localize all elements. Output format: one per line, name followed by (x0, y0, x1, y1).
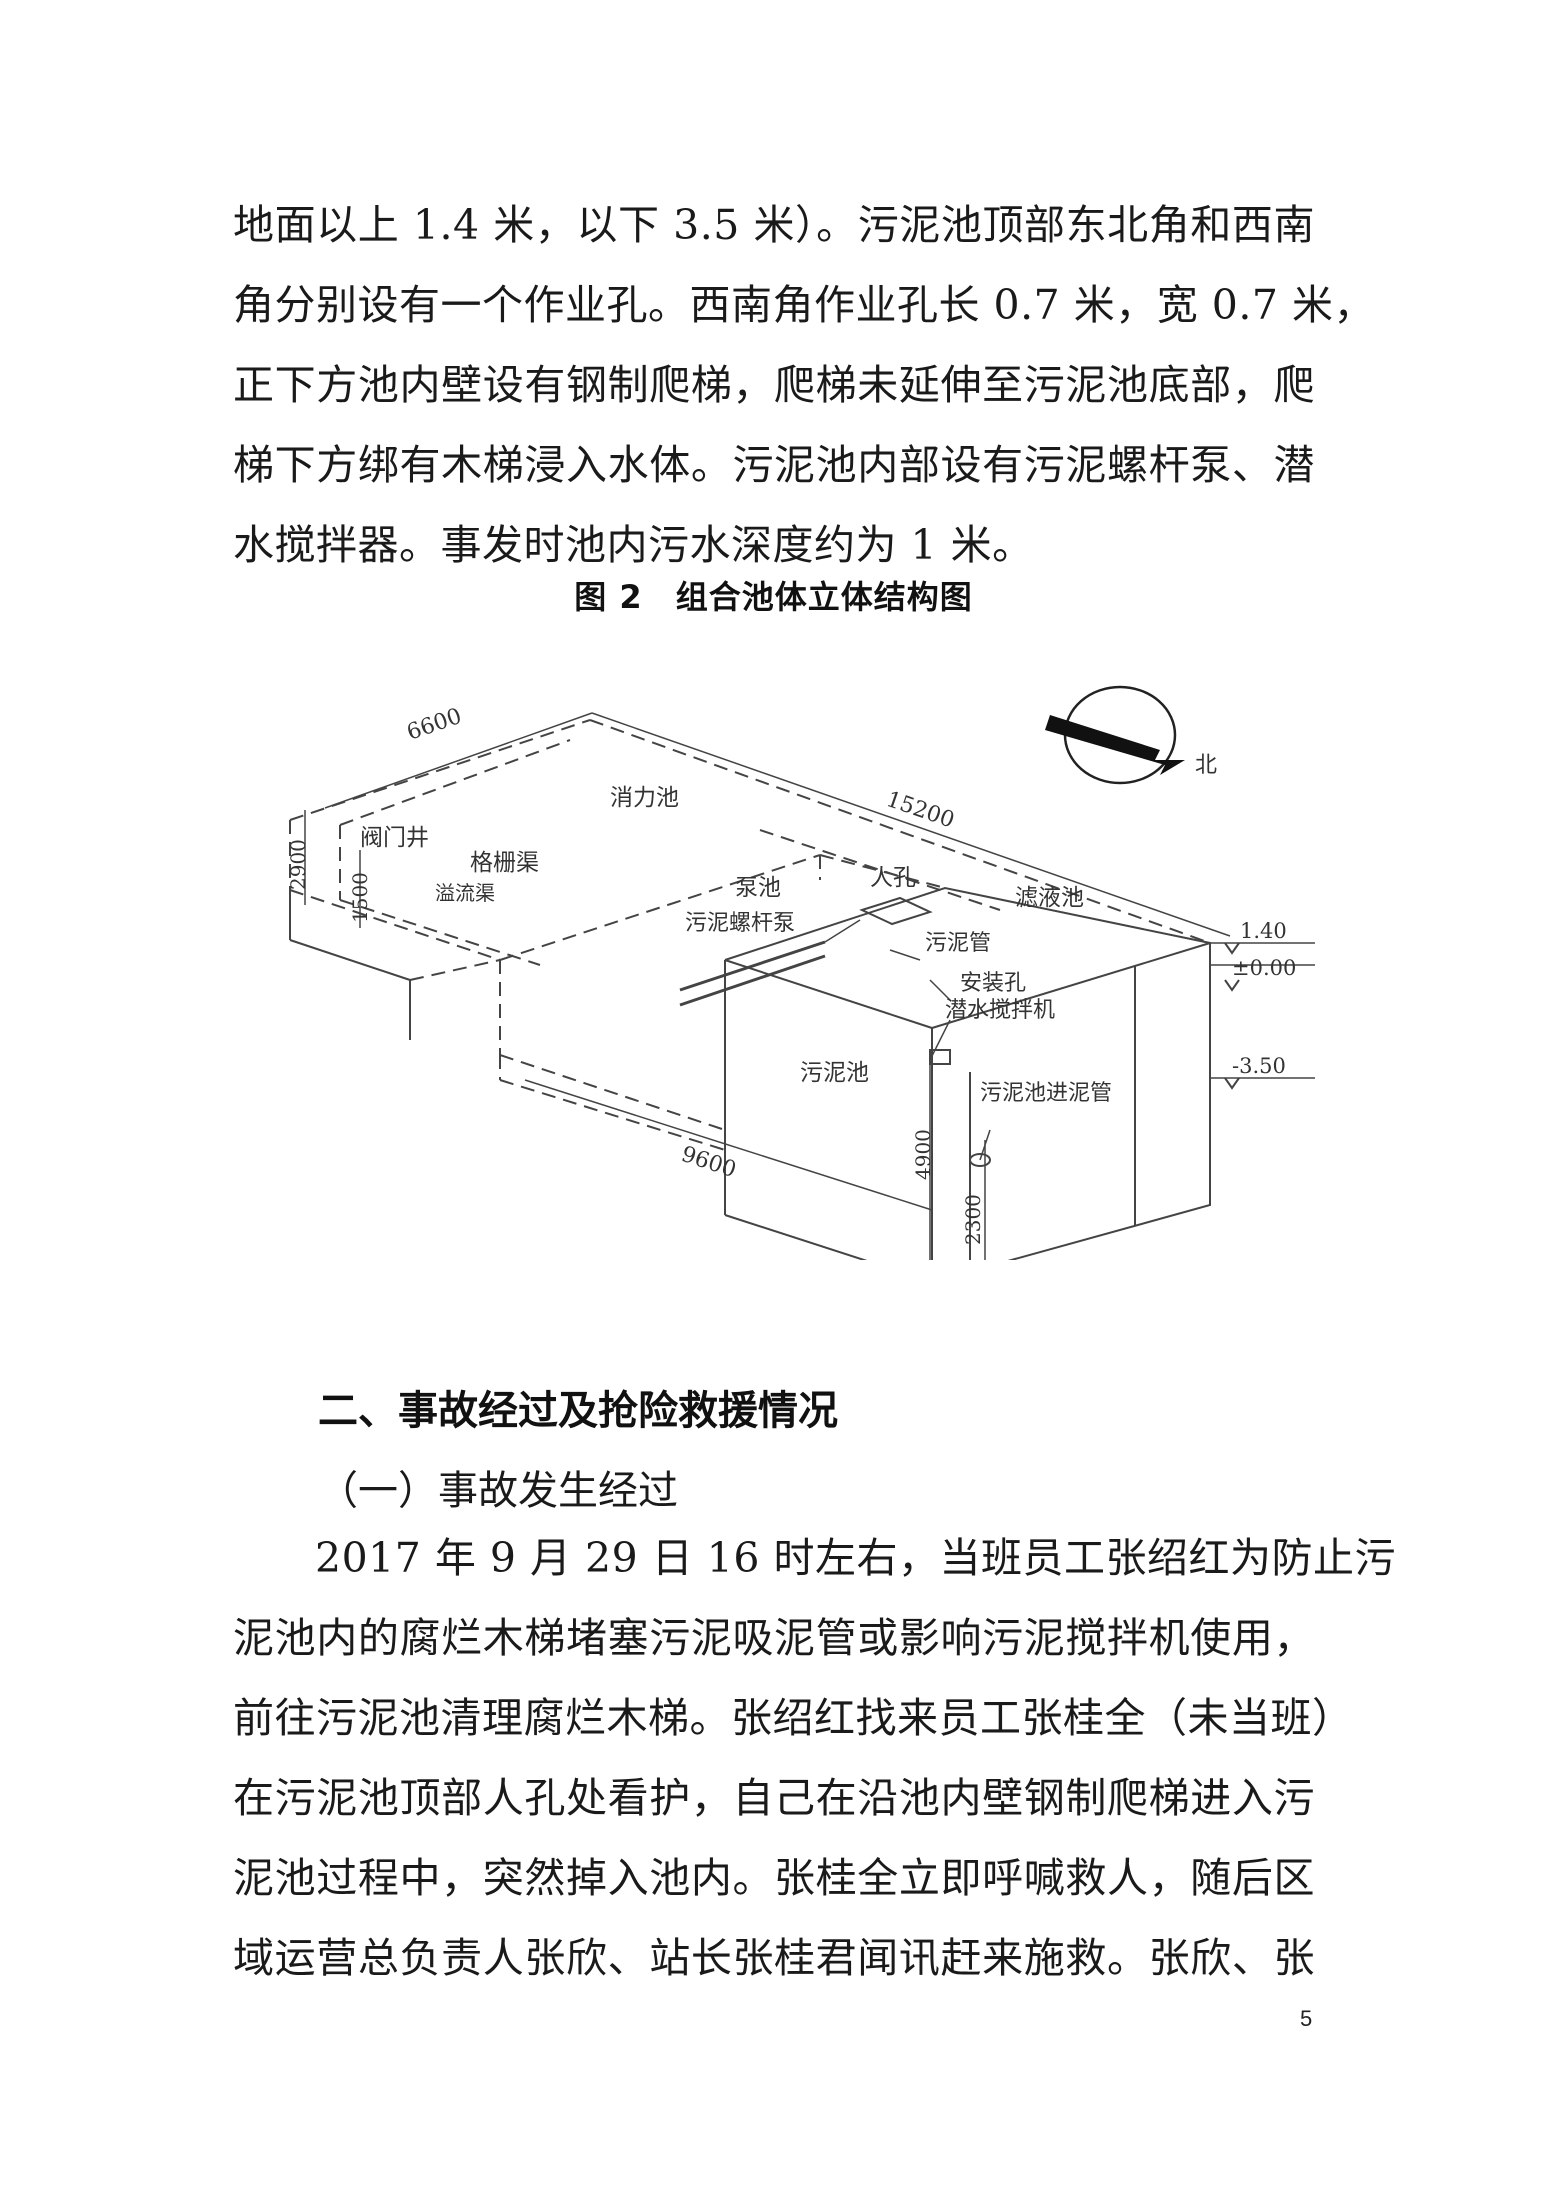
dim-15200: 15200 (883, 787, 957, 833)
edge-line (724, 1214, 868, 1260)
pool-structure-diagram: 北 消力池 阀门井 格栅渠 溢流渠 泵池 人孔 滤液池 污泥螺杆泵 污泥管 安装… (286, 685, 1315, 1260)
hidden-edge (409, 959, 501, 981)
hidden-edge (499, 854, 821, 961)
paragraph-accident-process: 2017 年 9 月 29 日 16 时左右，当班员工张绍红为防止污 泥池内的腐… (233, 1518, 1396, 1998)
mixer-leader (929, 1019, 951, 1061)
label-yiliu: 溢流渠 (435, 881, 495, 905)
elevation-arrow (1224, 979, 1240, 992)
text-line: 水搅拌器。事发时池内污水深度约为 1 米。 (233, 521, 1034, 569)
text-line: 正下方池内壁设有钢制爬梯，爬梯未延伸至污泥池底部，爬 (233, 361, 1315, 409)
label-renkong: 人孔 (870, 865, 916, 891)
dim-line-15200 (591, 712, 1231, 937)
text-line: 梯下方绑有木梯浸入水体。污泥池内部设有污泥螺杆泵、潜 (233, 441, 1315, 489)
pipe-leader (889, 949, 921, 961)
hidden-edge (759, 829, 1001, 911)
hidden-edge (499, 1054, 726, 1131)
figure-caption: 图 2 组合池体立体结构图 (574, 578, 973, 616)
label-qianshui: 潜水搅拌机 (945, 998, 1055, 1023)
edge-line (931, 942, 1211, 1029)
text-line: 角分别设有一个作业孔。西南角作业孔长 0.7 米，宽 0.7 米， (233, 281, 1376, 329)
pump-leader (824, 919, 861, 943)
text-line: 泥池内的腐烂木梯堵塞污泥吸泥管或影响污泥搅拌机使用， (233, 1614, 1315, 1662)
north-label: 北 (1195, 753, 1217, 778)
dim-line-6600 (324, 712, 593, 809)
dim-6600: 6600 (404, 704, 465, 746)
hidden-edge (289, 889, 501, 961)
north-arrow-icon (1045, 715, 1185, 775)
text-line: 域运营总负责人张欣、站长张桂君闻讯赶来施救。张欣、张 (233, 1934, 1315, 1982)
label-famen: 阀门井 (360, 825, 429, 851)
dim-2300: 2300 (961, 1194, 985, 1245)
pump-pipe (679, 954, 826, 1007)
dim-2900: 2900 (286, 839, 310, 890)
text-line: 泥池过程中，突然掉入池内。张桂全立即呼喊救人，随后区 (233, 1854, 1315, 1902)
pump-pipe (679, 940, 826, 992)
dim-9600: 9600 (678, 1142, 739, 1183)
paragraph-pool-description: 地面以上 1.4 米，以下 3.5 米）。污泥池顶部东北角和西南 角分别设有一个… (233, 185, 1376, 585)
elevation-arrow (1224, 942, 1240, 955)
edge-line (724, 959, 933, 1029)
label-xiaoli: 消力池 (610, 785, 679, 811)
subsection-heading: （一）事故发生经过 (318, 1468, 678, 1514)
label-lvye: 滤液池 (1015, 885, 1084, 911)
elevation-bottom: -3.50 (1232, 1054, 1286, 1078)
label-jinniguan: 污泥池进泥管 (980, 1081, 1112, 1106)
text-line: 在污泥池顶部人孔处看护，自己在沿池内壁钢制爬梯进入污 (233, 1774, 1315, 1822)
elevation-top: 1.40 (1240, 919, 1287, 943)
inlet-pipe-shape (969, 1153, 991, 1167)
hidden-edge (339, 899, 541, 966)
manhole-shape (859, 896, 933, 926)
label-anzhuang: 安装孔 (960, 971, 1026, 996)
dim-4900: 4900 (911, 1129, 935, 1180)
label-wunichi: 污泥池 (800, 1060, 869, 1086)
hidden-edge (339, 739, 571, 826)
edge-line (289, 939, 411, 981)
text-line: 前往污泥池清理腐烂木梯。张绍红找来员工张桂全（未当班） (233, 1694, 1354, 1742)
mixer-shape (929, 1049, 951, 1065)
elevation-arrow (1224, 1077, 1240, 1090)
label-gezha: 格栅渠 (470, 850, 539, 876)
hole-leader (929, 979, 951, 1001)
text-line: 地面以上 1.4 米，以下 3.5 米）。污泥池顶部东北角和西南 (233, 201, 1315, 249)
hidden-edge (499, 1079, 726, 1151)
text-line: 2017 年 9 月 29 日 16 时左右，当班员工张绍红为防止污 (315, 1534, 1396, 1582)
label-wuniguan: 污泥管 (925, 931, 991, 956)
label-bengchi: 泵池 (735, 875, 781, 901)
section-heading: 二、事故经过及抢险救援情况 (318, 1388, 838, 1434)
dim-line-9600 (524, 1079, 933, 1211)
page-number: 5 (1300, 2006, 1313, 2031)
dim-1500: 1500 (348, 872, 372, 923)
elevation-ground: ±0.00 (1232, 956, 1296, 980)
label-luogan: 污泥螺杆泵 (685, 911, 795, 936)
